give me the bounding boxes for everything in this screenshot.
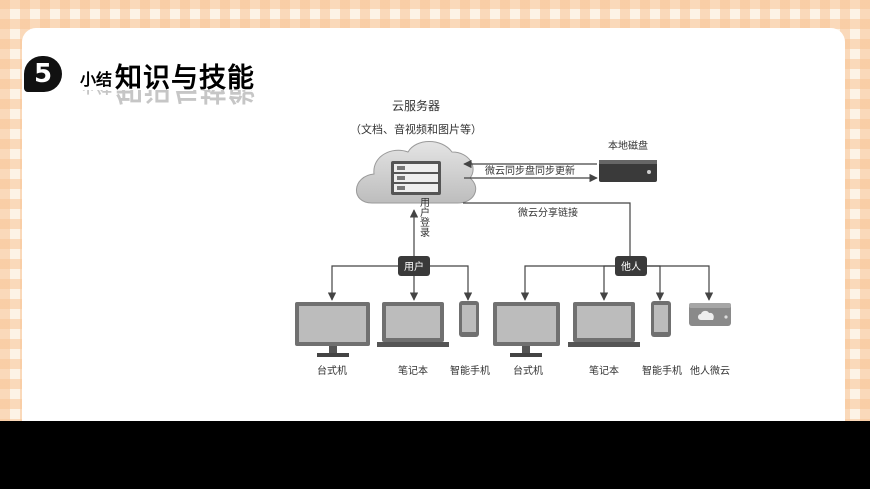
share-link-line <box>463 202 631 256</box>
device-label: 智能手机 <box>642 364 682 377</box>
sync-label: 微云同步盘同步更新 <box>485 164 575 177</box>
other-desktop-icon <box>493 302 560 357</box>
slide-card <box>22 28 845 422</box>
device-label: 他人微云 <box>690 364 730 377</box>
section-prefix: 小结 <box>80 70 113 89</box>
other-weiyun-icon <box>689 303 731 326</box>
desktop-icon <box>295 302 370 357</box>
local-disk-icon <box>599 160 657 182</box>
login-label: 用户登录 <box>418 197 430 237</box>
other-node <box>615 256 647 276</box>
section-number-badge: 5 <box>24 56 62 92</box>
cloud-server-subtitle: （文档、音视频和图片等） <box>350 122 482 136</box>
other-laptop-icon <box>568 302 640 347</box>
local-disk-label: 本地磁盘 <box>608 139 648 152</box>
bottom-bar <box>0 421 870 489</box>
share-link-label: 微云分享链接 <box>518 206 578 219</box>
cloud-server-title: 云服务器 <box>392 98 440 113</box>
smartphone-icon <box>459 301 479 337</box>
other-smartphone-icon <box>651 301 671 337</box>
cloud-server-icon <box>356 141 477 204</box>
device-label: 笔记本 <box>398 364 428 377</box>
device-label: 台式机 <box>317 364 347 377</box>
section-title: 知识与技能 <box>115 63 255 94</box>
device-label: 智能手机 <box>450 364 490 377</box>
other-node-label: 他人 <box>621 260 641 273</box>
login-label-text: 用户登录 <box>418 197 430 237</box>
user-node <box>398 256 430 276</box>
laptop-icon <box>377 302 449 347</box>
device-label: 台式机 <box>513 364 543 377</box>
user-node-label: 用户 <box>404 260 424 273</box>
device-label: 笔记本 <box>589 364 619 377</box>
